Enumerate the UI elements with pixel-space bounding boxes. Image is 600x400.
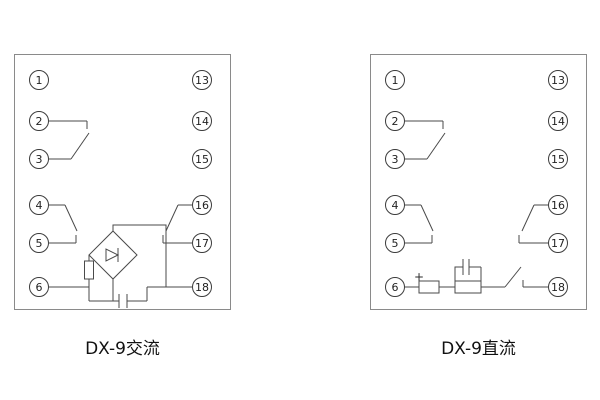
terminal-number: 16 bbox=[551, 198, 565, 212]
terminal-number: 6 bbox=[35, 280, 43, 294]
terminal: 14 bbox=[548, 111, 568, 131]
terminal: 16 bbox=[192, 195, 212, 215]
terminal: 13 bbox=[192, 70, 212, 90]
terminal-number: 1 bbox=[35, 73, 43, 87]
contact-2-lead bbox=[405, 120, 444, 129]
terminal-number: 18 bbox=[551, 280, 565, 294]
terminal: 6 bbox=[29, 277, 49, 297]
terminal-number: 18 bbox=[195, 280, 209, 294]
diagram-caption-dc: DX-9直流 bbox=[441, 339, 516, 359]
terminal-number: 17 bbox=[195, 236, 209, 250]
diagram-caption-ac: DX-9交流 bbox=[85, 339, 160, 359]
capacitor-symbol bbox=[462, 259, 470, 275]
capacitor-symbol bbox=[118, 294, 128, 308]
terminal: 3 bbox=[385, 149, 405, 169]
terminal-number: 6 bbox=[391, 280, 399, 294]
terminal-box-dc: + 1 2 3 4 5 6 13 14 15 16 17 18 bbox=[370, 54, 587, 310]
terminal: 1 bbox=[29, 70, 49, 90]
contact-16-blade bbox=[521, 204, 548, 232]
terminal: 18 bbox=[548, 277, 568, 297]
resistor-wires bbox=[49, 255, 90, 288]
contact-17-lead bbox=[162, 235, 192, 244]
polarity-plus-label: + bbox=[414, 270, 424, 284]
terminal-number: 14 bbox=[195, 114, 209, 128]
contact-4-blade bbox=[49, 204, 78, 232]
capacitor-branch bbox=[454, 266, 482, 281]
terminal-number: 17 bbox=[551, 236, 565, 250]
terminal-number: 15 bbox=[195, 152, 209, 166]
resistor-symbol bbox=[84, 260, 94, 280]
terminal: 17 bbox=[192, 233, 212, 253]
terminal-number: 5 bbox=[35, 236, 43, 250]
contact-5-lead bbox=[49, 235, 77, 244]
bridge-rectifier-symbol bbox=[88, 230, 138, 280]
contact-17-lead bbox=[518, 235, 548, 244]
terminal-number: 3 bbox=[35, 152, 43, 166]
terminal-number: 13 bbox=[195, 73, 209, 87]
terminal: 16 bbox=[548, 195, 568, 215]
circuit-drawing-ac bbox=[49, 120, 192, 308]
terminal: 15 bbox=[192, 149, 212, 169]
terminal: 13 bbox=[548, 70, 568, 90]
terminal-number: 15 bbox=[551, 152, 565, 166]
terminal-number: 4 bbox=[391, 198, 399, 212]
contact-4-blade bbox=[405, 204, 434, 232]
terminal: 5 bbox=[29, 233, 49, 253]
terminal-number: 16 bbox=[195, 198, 209, 212]
terminal-number: 5 bbox=[391, 236, 399, 250]
terminal: 3 bbox=[29, 149, 49, 169]
terminal-number: 2 bbox=[35, 114, 43, 128]
terminal: 18 bbox=[192, 277, 212, 297]
terminal-number: 4 bbox=[35, 198, 43, 212]
circuit-drawing-dc: + bbox=[405, 120, 548, 294]
terminal: 2 bbox=[29, 111, 49, 131]
contact-3-blade bbox=[49, 132, 90, 160]
terminal-number: 2 bbox=[391, 114, 399, 128]
contact-16-blade bbox=[165, 204, 192, 232]
terminal-number: 3 bbox=[391, 152, 399, 166]
contact-18-blade bbox=[504, 266, 522, 288]
terminal: 14 bbox=[192, 111, 212, 131]
terminal-number: 14 bbox=[551, 114, 565, 128]
terminal: 2 bbox=[385, 111, 405, 131]
terminal: 6 bbox=[385, 277, 405, 297]
coil-symbol bbox=[454, 280, 482, 294]
terminal: 4 bbox=[29, 195, 49, 215]
terminal: 15 bbox=[548, 149, 568, 169]
terminal-box-ac: 1 2 3 4 5 6 13 14 15 16 17 18 bbox=[14, 54, 231, 310]
terminal-18-lead bbox=[522, 280, 548, 288]
terminal: 17 bbox=[548, 233, 568, 253]
terminal: 5 bbox=[385, 233, 405, 253]
contact-2-lead bbox=[49, 120, 88, 129]
capacitor-loop bbox=[88, 287, 148, 302]
terminal: 1 bbox=[385, 70, 405, 90]
diode-symbol bbox=[105, 248, 120, 262]
contact-5-lead bbox=[405, 235, 433, 244]
bridge-top-wire bbox=[112, 224, 167, 287]
terminal-number: 13 bbox=[551, 73, 565, 87]
terminal: 4 bbox=[385, 195, 405, 215]
terminal-number: 1 bbox=[391, 73, 399, 87]
contact-3-blade bbox=[405, 132, 446, 160]
